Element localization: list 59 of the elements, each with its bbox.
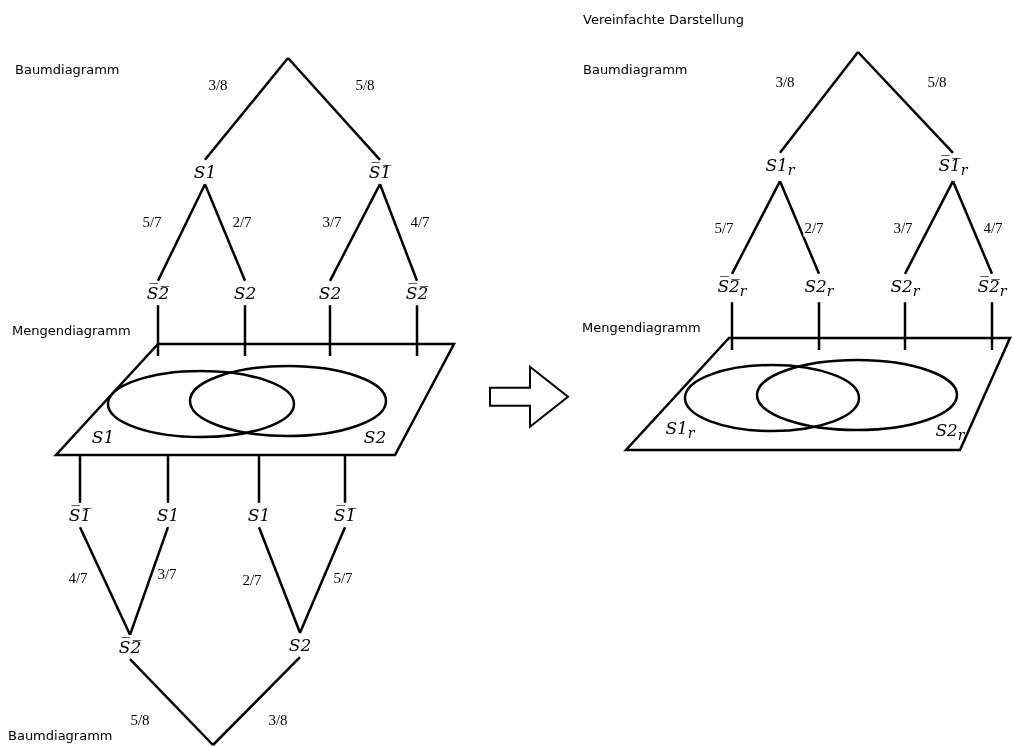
connector-line bbox=[903, 302, 907, 350]
set-label: S2 bbox=[363, 426, 387, 448]
connector-line bbox=[730, 302, 734, 350]
event-label: S2$_{r}$ bbox=[804, 275, 834, 301]
branch-line bbox=[903, 180, 955, 275]
branch-line bbox=[730, 180, 782, 275]
event-label: S1 bbox=[156, 504, 180, 526]
section-label: Baumdiagramm bbox=[15, 62, 120, 77]
connector-line bbox=[257, 455, 261, 503]
section-label: Baumdiagramm bbox=[583, 62, 688, 77]
branch-line bbox=[328, 183, 382, 282]
branch-line bbox=[129, 658, 214, 746]
branch-line bbox=[78, 526, 132, 636]
branch-line bbox=[287, 57, 381, 161]
branch-line bbox=[378, 183, 419, 282]
branch-line bbox=[257, 526, 302, 634]
section-label: Baumdiagramm bbox=[8, 728, 113, 743]
connector-line bbox=[156, 305, 160, 356]
branch-line bbox=[778, 180, 821, 275]
branch-line bbox=[298, 526, 347, 634]
section-label: Mengendiagramm bbox=[582, 320, 701, 335]
connector-line bbox=[166, 455, 170, 503]
branch-line bbox=[204, 57, 289, 161]
event-label: S̅2̅ bbox=[146, 282, 170, 304]
branch-line bbox=[212, 656, 301, 746]
connector-line bbox=[78, 455, 82, 503]
heading: Vereinfachte Darstellung bbox=[583, 12, 745, 27]
section-label: Mengendiagramm bbox=[12, 323, 131, 338]
event-label: S̅1̅ bbox=[68, 504, 92, 526]
set-label: S1$_{r}$ bbox=[665, 417, 695, 443]
event-label: S1$_{r}$ bbox=[765, 154, 795, 180]
event-label: S̅2̅ bbox=[118, 636, 142, 658]
event-label: S2$_{r}$ bbox=[890, 275, 920, 301]
connector-line bbox=[415, 305, 419, 356]
connector-line bbox=[328, 305, 332, 356]
branch-line bbox=[128, 526, 170, 636]
set-label: S2$_{r}$ bbox=[935, 419, 965, 445]
branch-line bbox=[779, 51, 859, 154]
branch-line bbox=[203, 183, 247, 282]
event-label: S̅1̅ bbox=[368, 161, 392, 183]
event-label: S1 bbox=[247, 504, 271, 526]
connector-line bbox=[990, 302, 994, 350]
set-label: S1 bbox=[91, 426, 115, 448]
block-arrow bbox=[489, 364, 570, 429]
branch-line bbox=[857, 51, 954, 154]
event-label: S2 bbox=[288, 634, 312, 656]
connector-line bbox=[817, 302, 821, 350]
event-label: S̅1̅$_{r}$ bbox=[938, 154, 968, 180]
event-label: S̅2̅ bbox=[405, 282, 429, 304]
branch-line bbox=[156, 183, 207, 282]
event-label: S̅2̅$_{r}$ bbox=[977, 275, 1007, 301]
event-label: S2 bbox=[233, 282, 257, 304]
branch-line bbox=[951, 180, 994, 275]
event-label: S1 bbox=[193, 161, 217, 183]
event-label: S̅1̅ bbox=[333, 504, 357, 526]
event-label: S2 bbox=[318, 282, 342, 304]
event-label: S̅2̅$_{r}$ bbox=[717, 275, 747, 301]
connector-line bbox=[243, 305, 247, 356]
connector-line bbox=[343, 455, 347, 503]
